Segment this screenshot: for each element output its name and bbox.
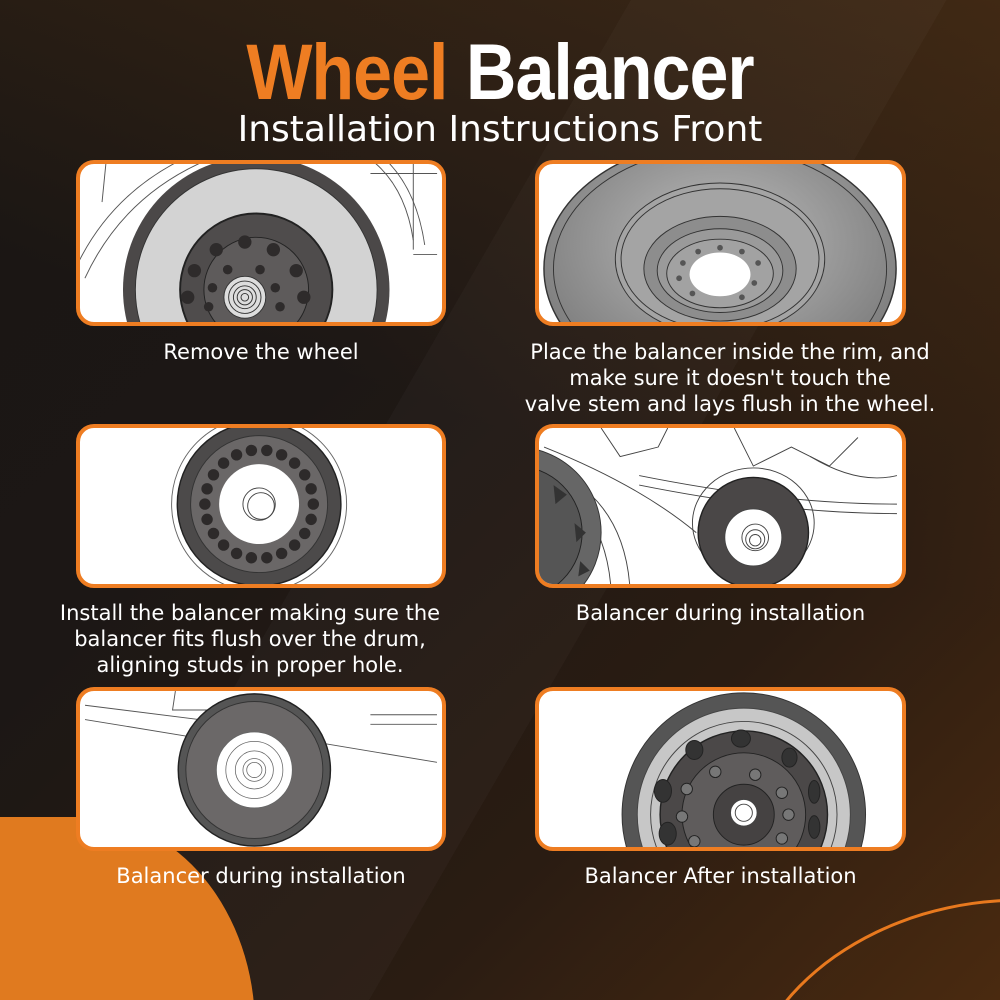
balancer-inside-rim-illustration: [543, 164, 897, 322]
balancer-after-installation-illustration: [621, 692, 866, 847]
step-3-caption: Install the balancer making sure the bal…: [0, 600, 500, 678]
caption-line: Install the balancer making sure the: [59, 601, 441, 625]
step-1-image-panel: [76, 160, 446, 326]
step-2-caption: Place the balancer inside the rim, and m…: [480, 339, 980, 417]
title-accent: Wheel: [246, 28, 448, 116]
wheel-on-vehicle-illustration: [80, 164, 438, 322]
page-subtitle: Installation Instructions Front: [237, 109, 763, 150]
caption-line: make sure it doesn't touch the: [569, 366, 891, 390]
step-3-image-panel: [76, 424, 446, 588]
balancer-over-drum-illustration: [171, 428, 348, 584]
caption-line: Balancer during installation: [116, 864, 406, 888]
step-1-caption: Remove the wheel: [76, 339, 446, 365]
step-2-image-panel: [535, 160, 906, 326]
balancer-during-installation-illustration: [539, 428, 898, 584]
caption-line: Balancer during installation: [575, 601, 866, 625]
step-6-image-panel: [535, 687, 906, 851]
step-4-image-panel: [535, 424, 906, 588]
step-6-caption: Balancer After installation: [535, 863, 906, 889]
title-main: Balancer: [465, 28, 755, 116]
caption-line: balancer fits flush over the drum,: [74, 627, 426, 651]
step-5-caption: Balancer during installation: [76, 863, 446, 889]
caption-line: Place the balancer inside the rim, and: [530, 340, 930, 364]
balancer-during-installation-illustration-2: [84, 691, 438, 847]
caption-line: aligning studs in proper hole.: [96, 653, 404, 677]
caption-line: Remove the wheel: [163, 340, 359, 364]
step-5-image-panel: [76, 687, 446, 851]
caption-line: valve stem and lays flush in the wheel.: [524, 392, 936, 416]
page-title: Wheel Balancer: [0, 32, 1000, 113]
caption-line: Balancer After installation: [584, 864, 857, 888]
step-4-caption: Balancer during installation: [535, 600, 906, 626]
